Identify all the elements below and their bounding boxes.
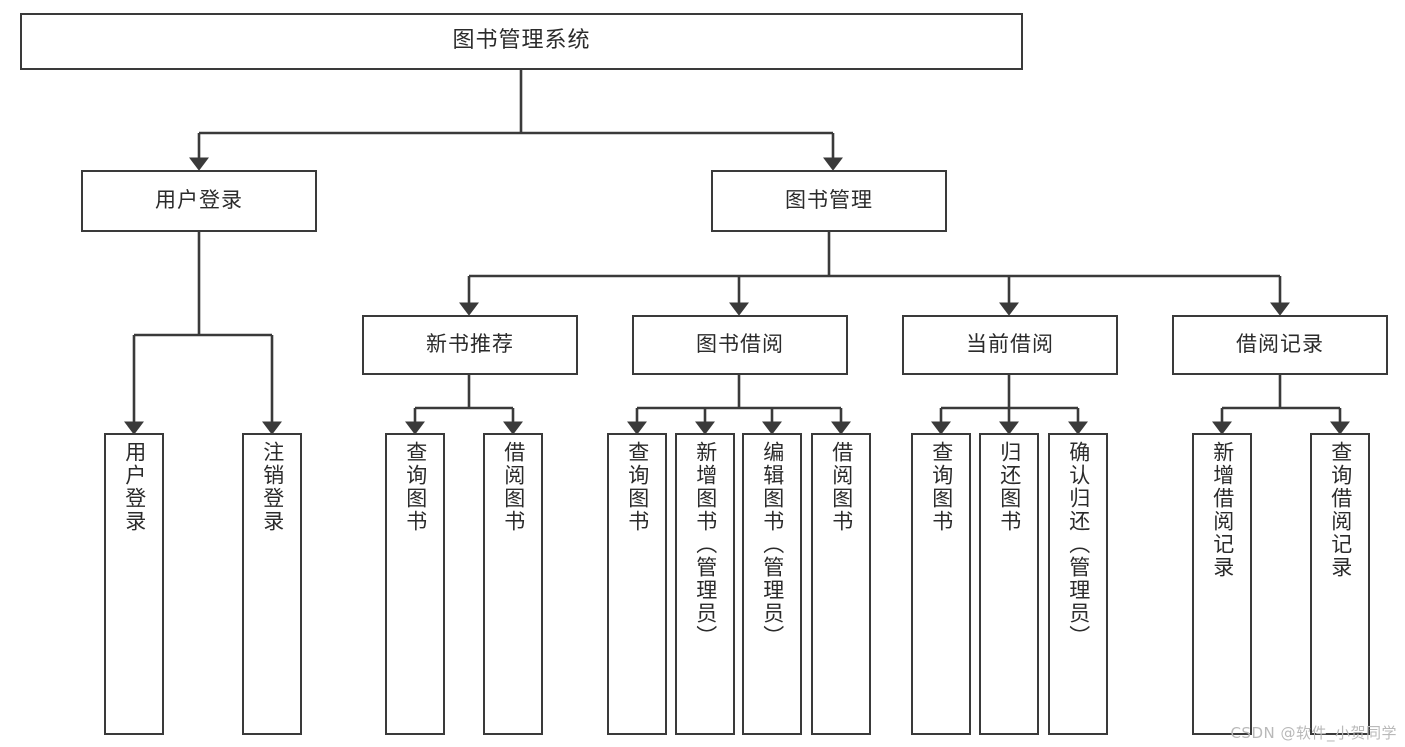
- leaf-borrow-borrow-book[interactable]: 借阅图书: [811, 433, 871, 735]
- node-label: 图书借阅: [696, 332, 784, 357]
- node-label: 查询借阅记录: [1328, 441, 1353, 579]
- node-label: 查询图书: [929, 441, 954, 533]
- node-user-login[interactable]: 用户登录: [81, 170, 317, 232]
- node-label: 新书推荐: [426, 332, 514, 357]
- node-label: 用户登录: [155, 188, 243, 213]
- leaf-current-return-book[interactable]: 归还图书: [979, 433, 1039, 735]
- node-label: 注销登录: [260, 441, 285, 533]
- node-label: 确认归还（管理员）: [1066, 441, 1091, 648]
- node-label: 借阅图书: [829, 441, 854, 533]
- leaf-recommend-borrow-book[interactable]: 借阅图书: [483, 433, 543, 735]
- node-book-management[interactable]: 图书管理: [711, 170, 947, 232]
- node-label: 新增借阅记录: [1210, 441, 1235, 579]
- node-label: 查询图书: [403, 441, 428, 533]
- leaf-user-login-login[interactable]: 用户登录: [104, 433, 164, 735]
- node-label: 借阅记录: [1236, 332, 1324, 357]
- leaf-current-query-book[interactable]: 查询图书: [911, 433, 971, 735]
- node-label: 编辑图书（管理员）: [760, 441, 785, 648]
- node-borrow-record[interactable]: 借阅记录: [1172, 315, 1388, 375]
- node-label: 图书管理: [785, 188, 873, 213]
- node-label: 新增图书（管理员）: [693, 441, 718, 648]
- leaf-user-login-logout[interactable]: 注销登录: [242, 433, 302, 735]
- node-label: 查询图书: [625, 441, 650, 533]
- node-new-book-recommend[interactable]: 新书推荐: [362, 315, 578, 375]
- leaf-record-add-record[interactable]: 新增借阅记录: [1192, 433, 1252, 735]
- leaf-current-confirm-return-admin[interactable]: 确认归还（管理员）: [1048, 433, 1108, 735]
- node-label: 图书管理系统: [452, 28, 591, 54]
- node-current-borrow[interactable]: 当前借阅: [902, 315, 1118, 375]
- leaf-borrow-edit-book-admin[interactable]: 编辑图书（管理员）: [742, 433, 802, 735]
- node-label: 用户登录: [122, 441, 147, 533]
- leaf-borrow-add-book-admin[interactable]: 新增图书（管理员）: [675, 433, 735, 735]
- node-root-book-management-system[interactable]: 图书管理系统: [20, 13, 1023, 70]
- leaf-recommend-query-book[interactable]: 查询图书: [385, 433, 445, 735]
- watermark: CSDN @软件_小贺同学: [1230, 724, 1397, 742]
- node-book-borrow[interactable]: 图书借阅: [632, 315, 848, 375]
- node-label: 当前借阅: [966, 332, 1054, 357]
- leaf-record-query-record[interactable]: 查询借阅记录: [1310, 433, 1370, 735]
- node-label: 借阅图书: [501, 441, 526, 533]
- leaf-borrow-query-book[interactable]: 查询图书: [607, 433, 667, 735]
- node-label: 归还图书: [997, 441, 1022, 533]
